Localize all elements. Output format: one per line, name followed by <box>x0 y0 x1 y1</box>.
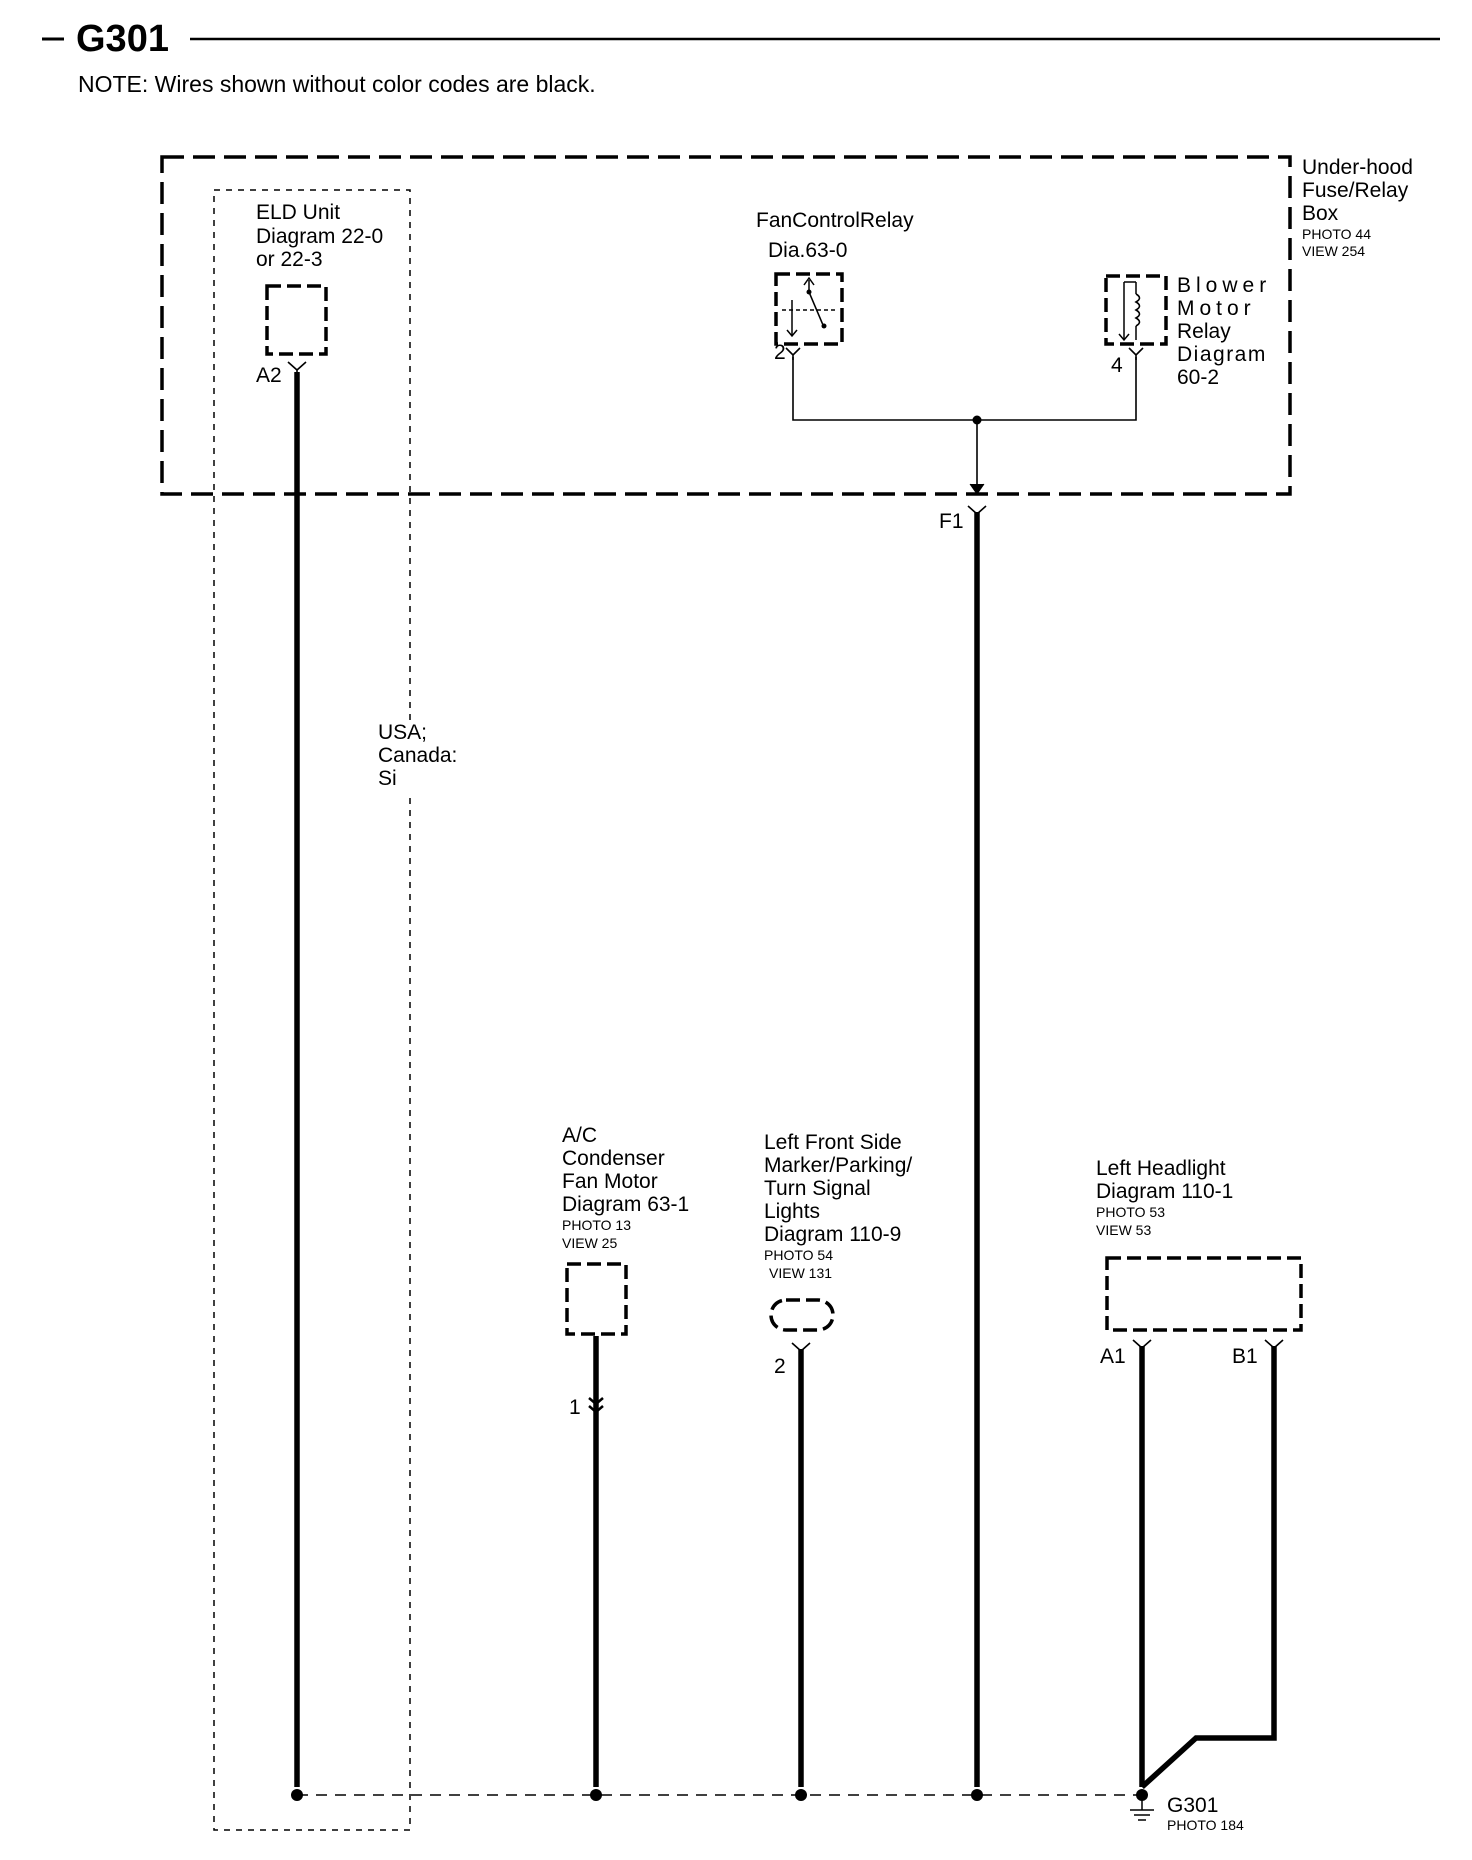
ground-photo: PHOTO 184 <box>1167 1817 1244 1833</box>
left-front-marker-label: Left Front Side Marker/Parking/ Turn Sig… <box>764 1131 912 1281</box>
svg-text:A/C: A/C <box>562 1124 597 1147</box>
svg-text:Fuse/Relay: Fuse/Relay <box>1302 179 1409 202</box>
underhood-fuse-relay-box <box>160 155 1292 496</box>
fuse-box-label: Under-hood Fuse/Relay Box PHOTO 44 VIEW … <box>1302 156 1413 259</box>
svg-text:Diagram 110-1: Diagram 110-1 <box>1096 1180 1233 1203</box>
svg-text:PHOTO 44: PHOTO 44 <box>1302 226 1371 242</box>
svg-text:VIEW 53: VIEW 53 <box>1096 1222 1151 1238</box>
svg-text:60-2: 60-2 <box>1177 366 1219 389</box>
svg-text:Diagram: Diagram <box>1177 343 1267 366</box>
region-option-box <box>213 189 411 1831</box>
svg-text:VIEW 131: VIEW 131 <box>769 1265 832 1281</box>
ground-splice-headlight <box>1136 1789 1148 1801</box>
wire-color-note: NOTE: Wires shown without color codes ar… <box>78 71 596 97</box>
wire-headlight-b1 <box>1140 1346 1277 1790</box>
svg-text:Motor: Motor <box>1177 297 1256 320</box>
svg-text:PHOTO 53: PHOTO 53 <box>1096 1204 1165 1220</box>
left-front-marker-pin-2: 2 <box>774 1355 786 1378</box>
region-note-label: USA; Canada: Si <box>378 721 457 790</box>
svg-text:Blower: Blower <box>1177 274 1271 297</box>
ac-condenser-label: A/C Condenser Fan Motor Diagram 63-1 PHO… <box>562 1124 689 1251</box>
ground-symbol-icon <box>1130 1800 1154 1821</box>
ac-condenser-fan-motor-component <box>565 1262 628 1336</box>
fan-control-relay-label: FanControlRelay Dia.63-0 <box>756 209 914 262</box>
eld-unit-label: ELD Unit Diagram 22-0 or 22-3 <box>256 201 383 271</box>
svg-text:Lights: Lights <box>764 1200 820 1223</box>
svg-text:Marker/Parking/: Marker/Parking/ <box>764 1154 912 1177</box>
svg-text:or 22-3: or 22-3 <box>256 248 323 271</box>
svg-text:USA;: USA; <box>378 721 427 744</box>
left-headlight-pin-a1: A1 <box>1100 1345 1126 1368</box>
svg-text:Under-hood: Under-hood <box>1302 156 1413 179</box>
svg-text:Canada:: Canada: <box>378 744 457 767</box>
svg-text:Relay: Relay <box>1177 320 1231 343</box>
inline-connector-icon <box>588 1397 604 1414</box>
blower-motor-relay-label: Blower Motor Relay Diagram 60-2 <box>1177 274 1271 389</box>
eld-pin-a2: A2 <box>256 364 282 387</box>
svg-text:Fan Motor: Fan Motor <box>562 1170 658 1193</box>
wire-relay-splice <box>792 357 1137 421</box>
svg-text:FanControlRelay: FanControlRelay <box>756 209 914 232</box>
fuse-box-pin-f1: F1 <box>939 510 964 533</box>
svg-text:Diagram 22-0: Diagram 22-0 <box>256 225 383 248</box>
page-title: G301 <box>76 18 169 60</box>
ground-splice-eld <box>291 1789 303 1801</box>
svg-text:Si: Si <box>378 767 397 790</box>
left-headlight-pin-b1: B1 <box>1232 1345 1258 1368</box>
left-headlight-label: Left Headlight Diagram 110-1 PHOTO 53 VI… <box>1096 1157 1233 1238</box>
eld-unit-component <box>265 284 328 356</box>
svg-text:Turn Signal: Turn Signal <box>764 1177 871 1200</box>
svg-text:Diagram 110-9: Diagram 110-9 <box>764 1223 901 1246</box>
relay-coil-icon <box>1118 281 1141 342</box>
svg-text:Box: Box <box>1302 202 1339 225</box>
relay-switch-icon <box>782 276 836 338</box>
ground-splice-ac <box>590 1789 602 1801</box>
f1-arrow-icon <box>969 483 985 495</box>
svg-text:VIEW 25: VIEW 25 <box>562 1235 617 1251</box>
svg-text:Condenser: Condenser <box>562 1147 665 1170</box>
ac-condenser-pin-1: 1 <box>569 1396 581 1419</box>
svg-text:Left Headlight: Left Headlight <box>1096 1157 1226 1180</box>
ground-splice-f1 <box>971 1789 983 1801</box>
blower-relay-pin-4: 4 <box>1111 354 1123 377</box>
ground-name: G301 <box>1167 1794 1218 1817</box>
region-label-mask <box>364 724 424 796</box>
svg-text:PHOTO 13: PHOTO 13 <box>562 1217 631 1233</box>
svg-text:ELD Unit: ELD Unit <box>256 201 340 224</box>
svg-text:VIEW 254: VIEW 254 <box>1302 243 1365 259</box>
svg-text:Dia.63-0: Dia.63-0 <box>768 239 847 262</box>
svg-text:PHOTO 54: PHOTO 54 <box>764 1247 833 1263</box>
svg-text:Diagram 63-1: Diagram 63-1 <box>562 1193 689 1216</box>
left-front-marker-bulb-component <box>769 1298 835 1332</box>
left-headlight-component <box>1105 1256 1303 1332</box>
ground-splice-marker <box>795 1789 807 1801</box>
svg-text:Left Front Side: Left Front Side <box>764 1131 902 1154</box>
fan-relay-pin-2: 2 <box>774 341 786 364</box>
